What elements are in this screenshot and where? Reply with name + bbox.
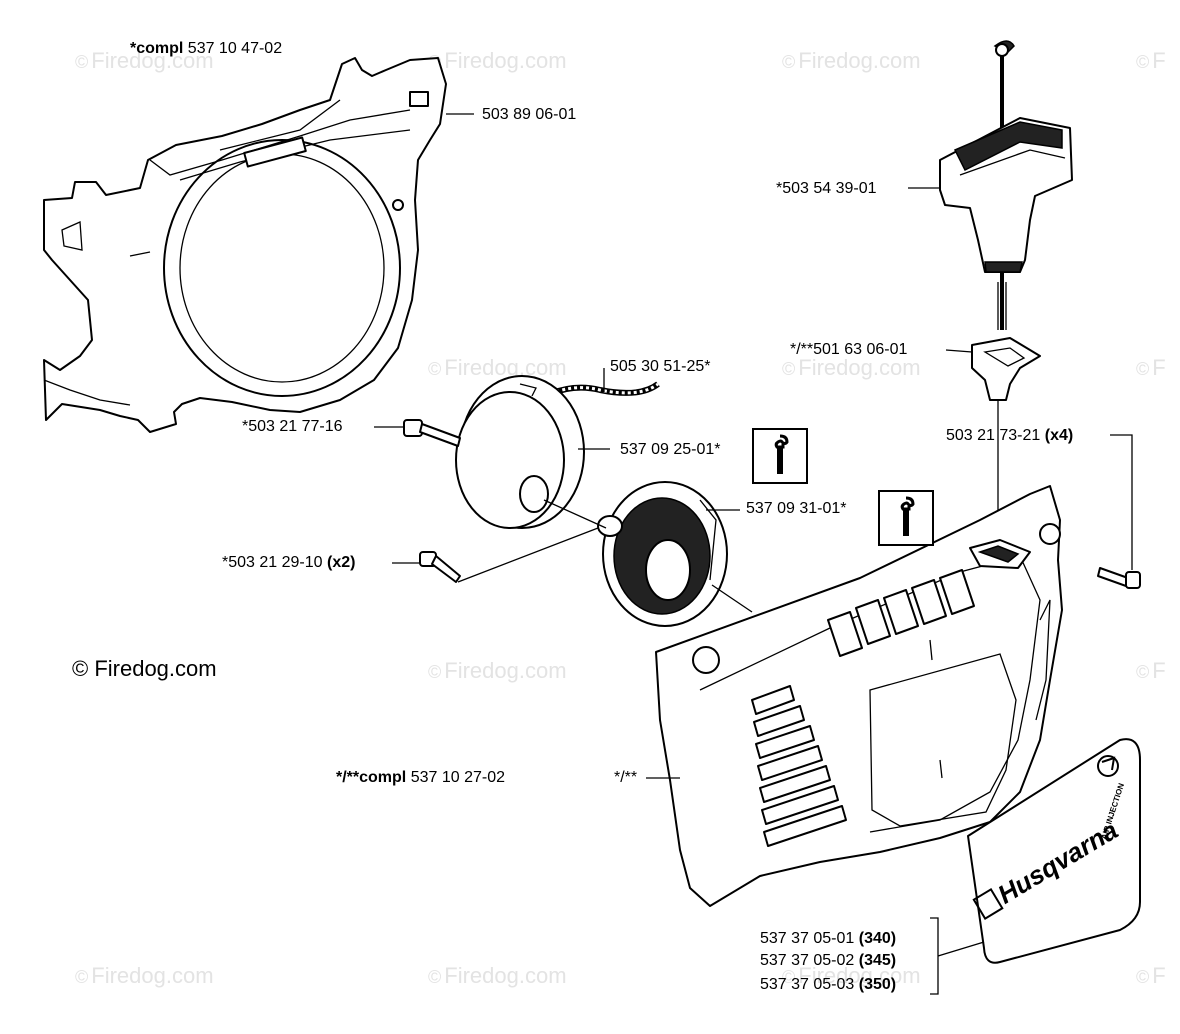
rope-pulley [455, 375, 585, 529]
label-503-54-39-01: *503 54 39-01 [776, 180, 877, 197]
watermark: ©Firedog.com [428, 963, 567, 988]
screw-503-21-29-10 [419, 551, 461, 583]
copyright-notice: © Firedog.com [72, 656, 217, 681]
watermark: ©Firedog.com [782, 963, 921, 988]
screw-503-21-73-21 [1097, 567, 1141, 589]
watermark: ©Firedog.com [75, 48, 214, 73]
leader-lines [374, 113, 1133, 995]
watermark: ©Firedog.com [428, 355, 567, 380]
label-501-63-06-01: */**501 63 06-01 [790, 341, 908, 358]
watermark: ©F [1136, 48, 1166, 73]
info-box [878, 490, 934, 546]
starter-housing [43, 57, 447, 433]
info-icon [774, 434, 789, 474]
label-537-09-25-01: 537 09 25-01* [620, 441, 721, 458]
label-537-09-31-01: 537 09 31-01* [746, 500, 847, 517]
decal: Husqvarna AIR INJECTION [967, 738, 1141, 964]
recoil-spring [597, 481, 728, 627]
watermark: ©Firedog.com [428, 658, 567, 683]
label-compl-537-10-27-02: */**compl 537 10 27-02 [336, 769, 505, 786]
label-503-21-77-16: *503 21 77-16 [242, 418, 343, 435]
watermark: ©Firedog.com [782, 355, 921, 380]
starter-handle [939, 40, 1073, 330]
label-537-37-05-01: 537 37 05-01 (340) [760, 930, 897, 947]
label-537-37-05-02: 537 37 05-02 (345) [760, 952, 897, 969]
watermark: ©Firedog.com [75, 963, 214, 988]
label-503-21-29-10: *503 21 29-10 (x2) [222, 554, 356, 571]
label-compl-537-10-47-02: *compl 537 10 47-02 [130, 40, 283, 57]
watermark: ©F [1136, 658, 1166, 683]
label-503-21-73-21: 503 21 73-21 (x4) [946, 427, 1074, 444]
label-537-37-05-03: 537 37 05-03 (350) [760, 976, 897, 993]
label-503-89-06-01: 503 89 06-01 [482, 106, 577, 123]
starter-cover [655, 485, 1063, 907]
label-cover-mark: */** [614, 769, 638, 786]
info-icon [900, 496, 915, 536]
watermark: ©F [1136, 963, 1166, 988]
watermark: ©Firedog.com [428, 48, 567, 73]
label-505-30-51-25: 505 30 51-25* [610, 358, 711, 375]
screw-503-21-77-16 [403, 419, 461, 447]
info-box [752, 428, 808, 484]
watermark: ©Firedog.com [782, 48, 921, 73]
watermark: ©F [1136, 355, 1166, 380]
